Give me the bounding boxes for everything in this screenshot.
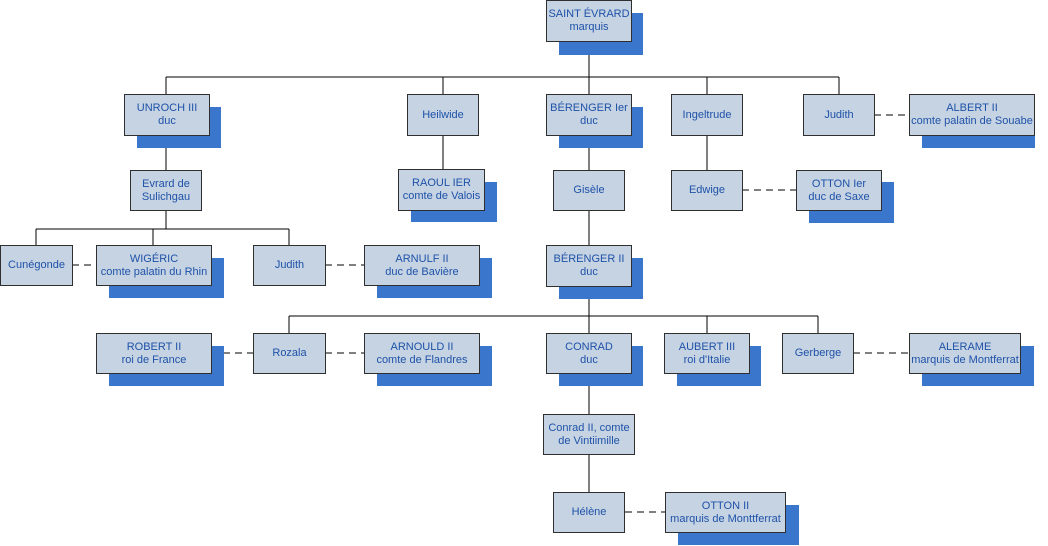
connector	[35, 210, 290, 245]
connector	[288, 286, 819, 333]
connector	[165, 41, 840, 95]
